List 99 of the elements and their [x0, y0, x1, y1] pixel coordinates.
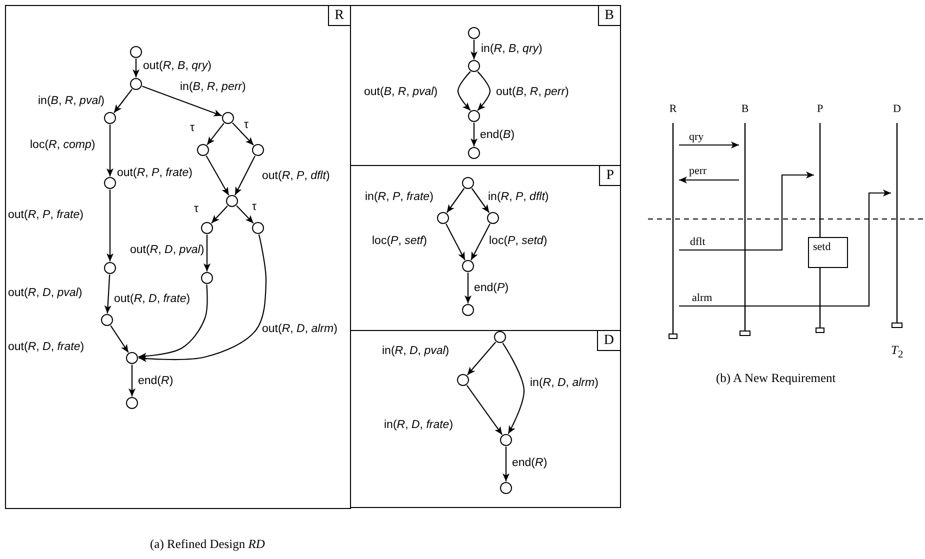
arrow	[106, 124, 114, 176]
arrow	[464, 272, 472, 304]
edge-label: out(R, B, qry)	[143, 59, 212, 73]
state-circle	[437, 212, 449, 224]
edge-label: in(B, R, pval)	[38, 94, 104, 108]
subfigure-caption: (b) A New Requirement	[716, 371, 836, 385]
state-circle	[126, 352, 138, 364]
arrow	[211, 205, 228, 224]
arrow	[106, 190, 114, 262]
arrow	[446, 188, 465, 213]
state-circle	[468, 60, 480, 72]
arrow	[138, 284, 208, 360]
lifeline-label: D	[892, 103, 902, 116]
edge-label: out(R, P, frate)	[117, 166, 192, 180]
arrow	[138, 234, 267, 362]
lifeline-label: P	[816, 103, 824, 116]
caption: (a) Refined Design RD	[150, 537, 265, 551]
edge-label: out(R, D, frate)	[8, 340, 84, 354]
state-circle	[462, 260, 474, 272]
arrow	[114, 88, 132, 114]
panel-label: P	[599, 165, 621, 186]
state-circle	[500, 482, 512, 494]
arrow	[234, 156, 256, 196]
lifeline-label: R	[668, 103, 678, 116]
edge-label: end(P)	[474, 281, 509, 295]
arrow	[502, 342, 525, 434]
state-circle	[252, 222, 264, 234]
state-circle	[252, 144, 264, 156]
arrow	[679, 176, 739, 184]
arrow	[232, 122, 254, 146]
arrow	[470, 40, 478, 60]
edge-label: out(R, D, alrm)	[262, 322, 338, 336]
state-circle	[494, 331, 506, 343]
edge-label: in(R, D, pval)	[382, 344, 450, 358]
edge-label: in(R, B, qry)	[481, 42, 542, 56]
state-circle	[201, 222, 213, 234]
edge-label: end(R)	[512, 456, 548, 470]
arrow	[679, 190, 891, 307]
state-circle	[468, 110, 480, 122]
edge-label: end(R)	[138, 374, 174, 388]
edge-label: loc(R, comp)	[30, 138, 96, 152]
arrow	[128, 364, 136, 396]
panel-label: D	[596, 330, 621, 351]
edge-label: out(B, R, perr)	[496, 85, 569, 99]
edge-label: out(R, P, frate)	[8, 208, 84, 222]
edge-label: out(B, R, pval)	[364, 85, 438, 99]
state-circle	[201, 272, 213, 284]
state-circle	[104, 112, 116, 124]
edge-label: loc(P, setf)	[372, 234, 427, 248]
edge-label: out(R, D, pval)	[8, 286, 82, 300]
state-circle	[468, 27, 480, 39]
arrow	[470, 122, 478, 146]
state-circle	[130, 46, 142, 58]
state-circle	[101, 314, 113, 326]
edge-label: out(R, D, pval)	[130, 243, 204, 257]
arrow	[236, 205, 254, 224]
panel-label: R	[328, 5, 351, 26]
edge-label: in(R, P, dflt)	[488, 190, 549, 204]
arrow	[110, 325, 129, 353]
state-circle	[222, 112, 234, 124]
arrow	[446, 224, 466, 260]
edge-label: in(R, D, alrm)	[530, 376, 598, 390]
state-circle	[462, 304, 474, 316]
arrow	[142, 86, 222, 116]
state-circle	[104, 177, 116, 189]
arrow	[679, 142, 739, 148]
panel-label: B	[598, 5, 621, 26]
arrow	[470, 224, 490, 260]
edge-label: loc(P, setd)	[489, 234, 548, 248]
edge-label: in(B, R, perr)	[180, 80, 246, 94]
arrow	[206, 122, 224, 146]
state-circle	[197, 144, 209, 156]
arrow	[679, 172, 814, 251]
arrow	[466, 342, 496, 376]
arrow	[104, 274, 112, 314]
arrow	[466, 385, 503, 435]
edge-label: end(B)	[480, 128, 515, 142]
state-circle	[104, 262, 116, 274]
arrow	[206, 155, 230, 196]
state-circle	[457, 374, 469, 386]
edge-label: in(R, P, frate)	[365, 190, 434, 204]
arrow	[471, 188, 490, 213]
edge-label: out(R, P, dflt)	[262, 169, 330, 183]
arrow	[204, 234, 210, 272]
arrow	[457, 71, 471, 111]
state-circle	[462, 177, 474, 189]
edge-label: out(R, D, frate)	[114, 292, 190, 306]
edge-label: in(R, D, frate)	[384, 418, 454, 432]
state-circle	[487, 212, 499, 224]
state-circle	[126, 397, 138, 409]
state-circle	[226, 195, 238, 207]
arrow	[132, 58, 140, 78]
state-circle	[468, 147, 480, 159]
state-circle	[500, 434, 512, 446]
arrow	[502, 446, 510, 482]
state-circle	[130, 78, 142, 90]
arrow	[477, 71, 491, 111]
lifeline-label: B	[740, 103, 750, 116]
action-box: setd	[808, 237, 848, 268]
